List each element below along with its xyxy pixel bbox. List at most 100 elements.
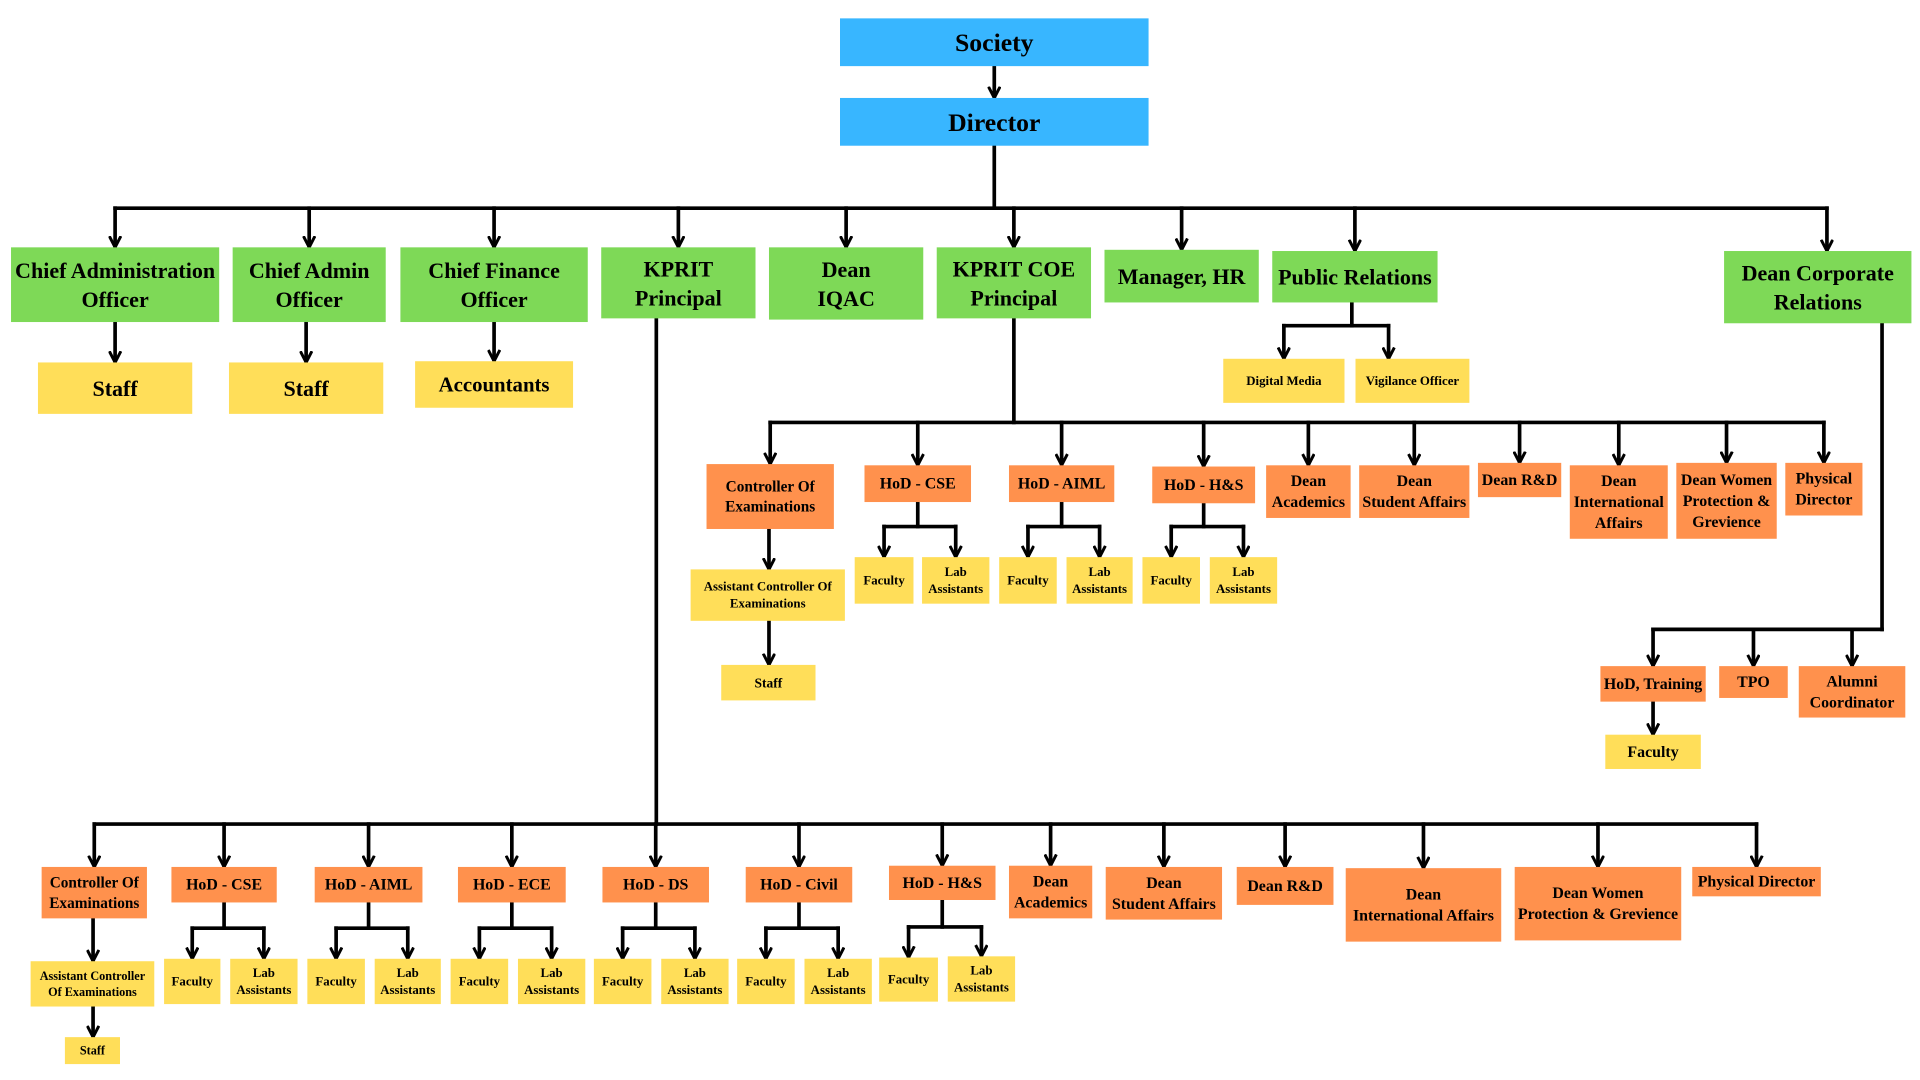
label-line: Lab (684, 966, 706, 980)
label-line: Assistants (667, 983, 722, 997)
label-line: Lab (945, 565, 967, 579)
tpo-box (1719, 666, 1788, 698)
staff-label: Staff (80, 1044, 106, 1058)
digital-media-label: Digital Media (1246, 374, 1322, 388)
label-line: HoD, Training (1604, 675, 1702, 692)
public-relations-label: Public Relations (1278, 264, 1432, 289)
label-line: Faculty (602, 974, 644, 988)
connector-lines (93, 64, 1884, 1037)
label-line: Faculty (1627, 743, 1678, 760)
physical-director-box (1785, 462, 1863, 516)
label-line: Lab (1232, 565, 1254, 579)
label-line: TPO (1737, 674, 1770, 691)
node-manager-hr: Manager, HR (1104, 249, 1259, 303)
label-line: Faculty (172, 974, 214, 988)
label-line: KPRIT (643, 256, 713, 281)
faculty-box (593, 958, 652, 1005)
hod-cse-box (864, 465, 972, 503)
dean-international-affairs-box (1345, 868, 1502, 942)
label-line: Dean (1397, 473, 1433, 490)
dean-randd-box (1477, 462, 1562, 498)
label-line: Assistants (954, 980, 1009, 994)
node-hod-aiml: HoD - AIML (1008, 465, 1115, 503)
node-hod-hands: HoD - H&S (888, 865, 996, 900)
node-hod-cse: HoD - CSE (171, 866, 277, 903)
staff-box (721, 664, 816, 701)
label-line: Relations (1774, 289, 1863, 314)
label-line: Dean Women (1681, 471, 1772, 488)
node-faculty: Faculty (307, 958, 365, 1005)
label-line: Lab (1089, 565, 1111, 579)
node-faculty: Faculty (1605, 734, 1701, 769)
alumni-coordinator-box (1798, 666, 1906, 718)
director-box (840, 97, 1149, 146)
label-line: Assistant Controller (40, 969, 146, 983)
label-line: Controller Of (50, 874, 140, 891)
faculty-box (307, 958, 365, 1005)
node-society: Society (840, 18, 1149, 67)
node-director: Director (840, 97, 1149, 146)
node-staff: Staff (721, 664, 816, 701)
physical-director-label: Physical Director (1698, 873, 1816, 890)
staff-label: Staff (92, 376, 138, 401)
hod-aiml-box (1008, 465, 1115, 503)
label-line: Assistants (811, 983, 866, 997)
tpo-label: TPO (1737, 674, 1770, 691)
physical-director-box (1692, 866, 1821, 897)
label-line: Lab (970, 963, 992, 977)
node-hod-cse: HoD - CSE (864, 465, 972, 503)
node-staff: Staff (228, 362, 384, 414)
staff-label: Staff (283, 376, 329, 401)
controller-of-examinations-label: Controller Of Examinations (49, 874, 139, 911)
faculty-label: Faculty (459, 974, 501, 988)
label-line: Dean (822, 256, 871, 281)
node-faculty: Faculty (1142, 557, 1200, 604)
label-line: Officer (460, 287, 527, 312)
staff-box (64, 1037, 120, 1065)
label-line: Faculty (1151, 573, 1193, 587)
accountants-label: Accountants (439, 372, 550, 396)
hod-training-label: HoD, Training (1604, 675, 1702, 692)
label-line: HoD - CSE (880, 475, 956, 492)
label-line: Faculty (1007, 573, 1049, 587)
label-line: Protection & (1683, 492, 1771, 509)
hod-cse-label: HoD - CSE (880, 475, 956, 492)
label-line: Accountants (439, 372, 550, 396)
label-line: Examinations (49, 894, 139, 911)
staff-label: Staff (755, 675, 783, 690)
label-line: Principal (970, 285, 1057, 310)
label-line: IQAC (817, 286, 875, 311)
label-line: International Affairs (1353, 907, 1494, 924)
dean-student-affairs-box (1105, 866, 1223, 920)
label-line: Dean Women (1552, 885, 1643, 902)
dean-randd-label: Dean R&D (1247, 877, 1323, 894)
label-line: Manager, HR (1118, 264, 1247, 289)
kprit-principal-box (601, 247, 756, 319)
label-line: HoD - CSE (186, 876, 262, 893)
faculty-box (737, 958, 795, 1005)
label-line: Academics (1014, 894, 1087, 911)
node-hod-hands: HoD - H&S (1152, 466, 1256, 504)
